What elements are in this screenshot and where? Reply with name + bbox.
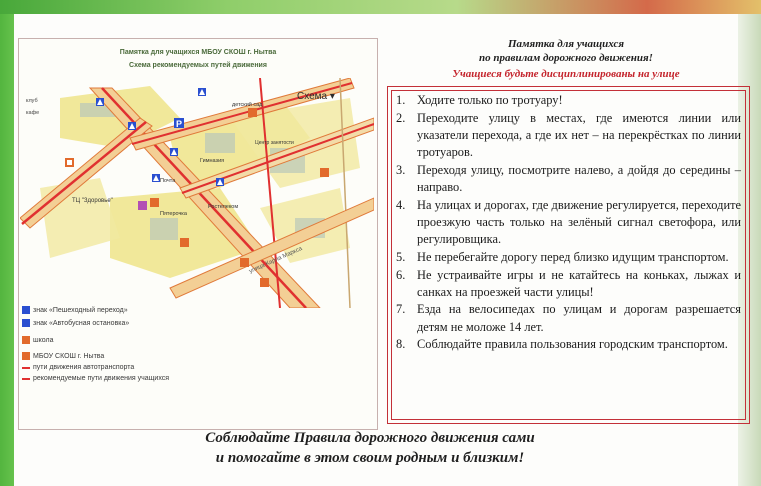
legend-row: школа: [22, 336, 53, 344]
rule-item: 2.Переходите улицу в местах, где имеются…: [396, 110, 741, 160]
rule-item: 8.Соблюдайте правила пользования городск…: [396, 337, 728, 352]
memo-title: Памятка для учащихся: [507, 38, 625, 50]
school-marker-icon: [180, 238, 189, 247]
crosswalk-sign-icon: [216, 178, 224, 186]
student-path-line-icon: [22, 377, 30, 380]
legend-row: МБОУ СКОШ г. Нытва: [22, 352, 104, 360]
rules-frame-inner: [391, 90, 746, 420]
crosswalk-sign-icon: [96, 98, 104, 106]
parking-sign-icon: P: [174, 118, 184, 129]
rule-item: 7.Езда на велосипедах по улицам и дорога…: [396, 302, 741, 334]
traffic-path-line-icon: [22, 366, 30, 369]
map-label: Ростелеком: [208, 204, 238, 210]
crosswalk-sign-icon: [170, 148, 178, 156]
crosswalk-sign-icon: [152, 174, 160, 182]
map-label: Почта: [160, 178, 176, 184]
map-label: кафе: [26, 110, 39, 116]
footer-line2: и помогайте в этом своим родным и близки…: [215, 450, 525, 466]
school-marker-icon: [320, 168, 329, 177]
rules-list: 1.Ходите только по тротуару! 2.Переходит…: [396, 92, 741, 354]
map-title: Памятка для учащихся МБОУ СКОШ г. Нытва: [119, 49, 277, 56]
map-subtitle: Схема рекомендуемых путей движения: [129, 62, 267, 69]
map-road-line: [339, 78, 351, 308]
school-marker-icon: [138, 201, 147, 210]
rule-item: 3.Переходя улицу, посмотрите налево, а д…: [396, 162, 741, 195]
bus-stop-sign-icon: [22, 319, 30, 327]
rule-item: 6.Не устраивайте игры и не катайтесь на …: [396, 267, 741, 299]
rule-item: 1.Ходите только по тротуару!: [396, 93, 563, 107]
legend-row: пути движения автотранспорта: [22, 364, 134, 371]
school-marker-icon: [22, 352, 30, 360]
map-building: [205, 133, 235, 153]
schema-label: Схема ▾: [297, 91, 335, 102]
route-map: P клуб кафе ТЦ "Здоровье" детский сад Це…: [20, 78, 374, 308]
map-label: Пятерочка: [160, 211, 188, 217]
map-label: Гимназия: [200, 158, 224, 164]
map-label: Центр занятости: [255, 140, 294, 146]
memo-title-line2: по правилам дорожного движения!: [479, 52, 653, 64]
map-label: ТЦ "Здоровье": [72, 198, 113, 204]
map-label: клуб: [26, 98, 38, 104]
map-block: [40, 178, 120, 258]
crosswalk-sign-icon: [198, 88, 206, 96]
school-marker-icon: [248, 108, 257, 117]
school-marker-icon: [65, 158, 74, 167]
map-road: [169, 197, 374, 299]
footer-line1: Соблюдайте Правила дорожного движения са…: [205, 430, 535, 446]
rule-item: 4.На улицах и дорогах, где движение регу…: [396, 197, 741, 247]
school-marker-icon: [22, 336, 30, 344]
map-building: [150, 218, 178, 240]
map-label: детский сад: [232, 101, 263, 108]
memo-warning: Учащиеся будьте дисциплинированы на улиц…: [452, 68, 680, 80]
map-block: [230, 98, 360, 188]
svg-text:P: P: [176, 119, 182, 129]
map-road-line: [259, 78, 281, 308]
crosswalk-sign-icon: [22, 306, 30, 314]
rule-item: 5.Не перебегайте дорогу перед близко иду…: [396, 249, 729, 264]
decorative-top-strip: [0, 0, 761, 14]
school-marker-icon: [260, 278, 269, 287]
rules-frame: [387, 86, 750, 424]
map-road-line: [131, 82, 353, 145]
school-marker-icon: [240, 258, 249, 267]
school-marker-icon: [150, 198, 159, 207]
map-road-line: [21, 121, 147, 225]
legend-row: знак «Пешеходный переход»: [22, 306, 128, 314]
legend-row: рекомендуемые пути движения учащихся: [22, 375, 169, 382]
legend-row: знак «Автобусная остановка»: [22, 319, 129, 327]
crosswalk-sign-icon: [128, 122, 136, 130]
